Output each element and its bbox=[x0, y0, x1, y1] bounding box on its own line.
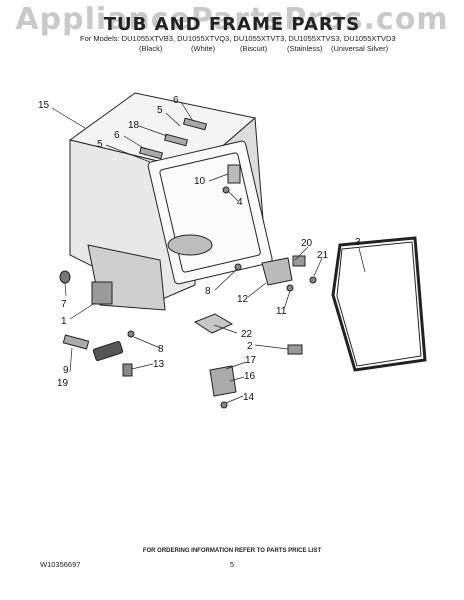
door-frame-inner bbox=[159, 152, 261, 273]
color-label-universal-silver: (Universal Silver) bbox=[331, 44, 389, 53]
callout-7: 7 bbox=[61, 299, 67, 310]
base-rail bbox=[91, 281, 113, 305]
callout-6a: 6 bbox=[173, 95, 179, 106]
spring-9 bbox=[62, 334, 90, 350]
side-bracket bbox=[261, 257, 293, 286]
callout-4: 4 bbox=[237, 197, 243, 208]
hinge-bracket-16 bbox=[209, 365, 237, 397]
callout-5b: 5 bbox=[97, 139, 103, 150]
page-title: TUB AND FRAME PARTS bbox=[103, 14, 361, 35]
callout-15: 15 bbox=[38, 100, 50, 111]
model-list: For Models: DU1055XTVB3, DU1055XTVQ3, DU… bbox=[80, 34, 396, 43]
leader-lines bbox=[51, 101, 366, 404]
callout-22: 22 bbox=[241, 329, 253, 340]
callout-17: 17 bbox=[245, 355, 257, 366]
screw-14 bbox=[220, 401, 228, 409]
watermark: AppliancePartsPros.com bbox=[15, 2, 449, 37]
callout-13: 13 bbox=[153, 359, 165, 370]
top-bracket-right bbox=[182, 117, 208, 131]
color-label-white: (White) bbox=[191, 44, 216, 53]
screw-8b bbox=[127, 330, 135, 338]
callout-5a: 5 bbox=[157, 105, 163, 116]
callout-20: 20 bbox=[301, 238, 313, 249]
document-number: W10356697 bbox=[40, 560, 81, 569]
ordering-note: FOR ORDERING INFORMATION REFER TO PARTS … bbox=[142, 548, 322, 554]
top-bracket-left bbox=[138, 146, 164, 160]
label-22 bbox=[193, 313, 234, 334]
sump-area bbox=[167, 234, 213, 256]
rail-cover bbox=[92, 340, 124, 362]
callout-2: 2 bbox=[247, 341, 253, 352]
door-gasket bbox=[331, 236, 427, 372]
latch-10 bbox=[227, 164, 241, 184]
color-label-stainless: (Stainless) bbox=[287, 44, 323, 53]
callout-8a: 8 bbox=[205, 286, 211, 297]
callout-8b: 8 bbox=[158, 344, 164, 355]
callout-1: 1 bbox=[61, 316, 67, 327]
color-label-black: (Black) bbox=[139, 44, 163, 53]
callout-21: 21 bbox=[317, 250, 329, 261]
callout-3: 3 bbox=[355, 237, 361, 248]
color-label-biscuit: (Biscuit) bbox=[240, 44, 268, 53]
screw-11 bbox=[286, 284, 294, 292]
leveling-leg-7 bbox=[59, 270, 71, 284]
door-gasket-inner bbox=[336, 241, 422, 367]
side-bracket-tab bbox=[292, 255, 306, 267]
page-number: 5 bbox=[229, 560, 235, 569]
callout-19: 19 bbox=[57, 378, 69, 389]
clip-13 bbox=[122, 363, 133, 377]
callout-18: 18 bbox=[128, 120, 140, 131]
callout-12: 12 bbox=[237, 294, 249, 305]
callout-11: 11 bbox=[276, 306, 287, 317]
callout-14: 14 bbox=[243, 392, 255, 403]
callout-6b: 6 bbox=[114, 130, 120, 141]
screw-4 bbox=[222, 186, 230, 194]
callout-9: 9 bbox=[63, 365, 69, 376]
part-2 bbox=[287, 344, 303, 355]
callout-16: 16 bbox=[244, 371, 256, 382]
top-bracket-center bbox=[163, 133, 189, 147]
screw-21 bbox=[309, 276, 317, 284]
screw-8a bbox=[234, 263, 242, 271]
callout-10: 10 bbox=[194, 176, 206, 187]
